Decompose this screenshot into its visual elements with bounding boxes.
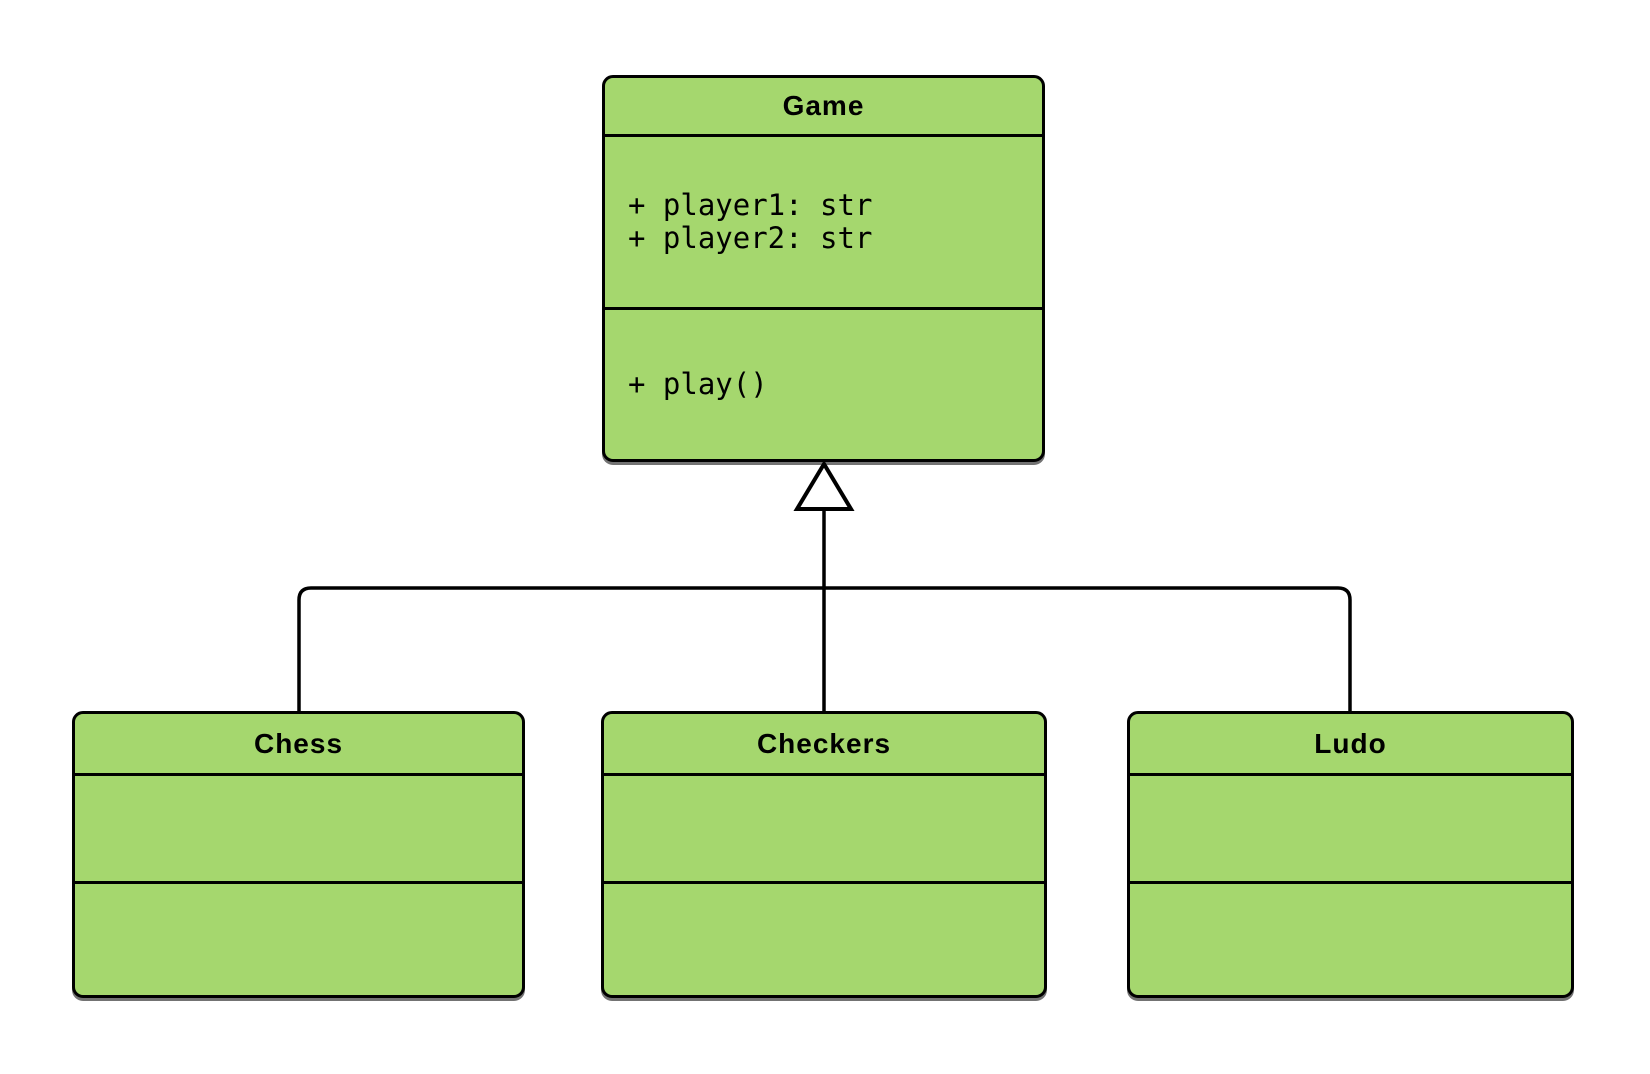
class-methods-checkers	[604, 884, 1044, 995]
class-methods-game: + play()	[605, 310, 1042, 459]
class-title-ludo: Ludo	[1130, 714, 1571, 776]
class-title-game: Game	[605, 78, 1042, 137]
class-attributes-ludo	[1130, 776, 1571, 884]
class-box-ludo: Ludo	[1127, 711, 1574, 998]
class-methods-chess	[75, 884, 522, 995]
class-attributes-checkers	[604, 776, 1044, 884]
attribute-line: + player1: str	[628, 188, 873, 222]
class-methods-ludo	[1130, 884, 1571, 995]
class-title-checkers: Checkers	[604, 714, 1044, 776]
inheritance-edge-chess-ludo	[297, 586, 1352, 712]
class-title-chess: Chess	[75, 714, 522, 776]
class-name: Game	[782, 90, 865, 121]
class-attributes-chess	[75, 776, 522, 884]
method-line: + play()	[628, 367, 768, 401]
class-box-game: Game + player1: str + player2: str + pla…	[602, 75, 1045, 462]
class-name: Chess	[253, 727, 344, 759]
class-attributes-game: + player1: str + player2: str	[605, 137, 1042, 310]
class-box-chess: Chess	[72, 711, 525, 998]
class-name: Checkers	[756, 727, 892, 759]
class-name: Ludo	[1314, 727, 1387, 759]
class-box-checkers: Checkers	[601, 711, 1047, 998]
inheritance-arrow-icon	[793, 460, 855, 511]
attribute-line: + player2: str	[628, 221, 873, 255]
